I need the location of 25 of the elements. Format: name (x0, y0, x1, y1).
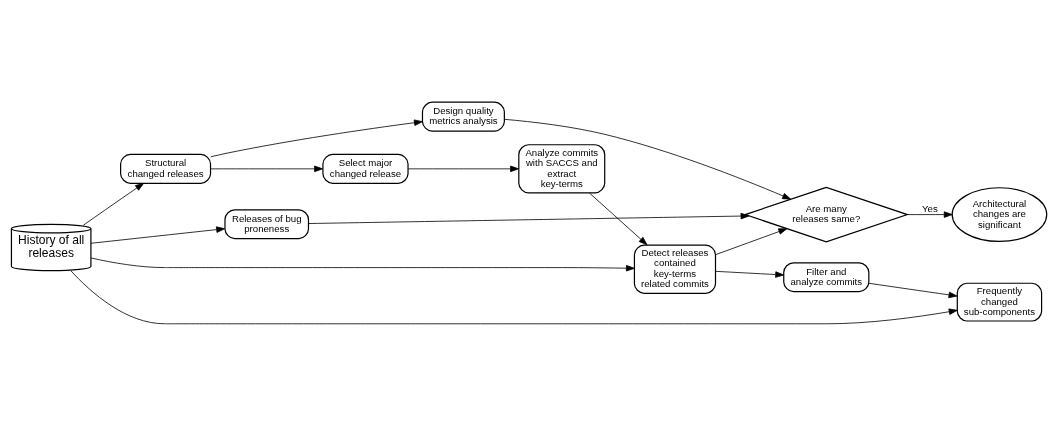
node-diamond: Are many releases same? (743, 186, 910, 243)
arrow (90, 225, 226, 244)
node-ellipse: Architectural changes are significant (951, 186, 1048, 242)
node-box: Frequently changed sub-components (956, 282, 1043, 322)
arrow (715, 270, 785, 278)
arrow (589, 192, 648, 245)
node-box: Releases of bug proneness (224, 208, 310, 239)
arrow (70, 269, 958, 324)
node-box: Filter and analyze commits (783, 261, 870, 292)
arrow (82, 182, 144, 226)
arrow (407, 165, 519, 172)
arrow (210, 165, 323, 172)
arrow (308, 212, 750, 224)
node-box: Select major changed release (322, 153, 409, 184)
node-box: Structural changed releases (120, 153, 212, 184)
node-box: Detect releases contained key-terms related commits (633, 244, 717, 294)
arrow (907, 210, 953, 218)
arrow (90, 257, 635, 271)
edge-label: Yes (922, 202, 938, 214)
node-box: Design quality metrics analysis (421, 101, 505, 132)
node-box: Analyze commits with SACCS and extract key-terms (518, 143, 606, 194)
arrow (868, 282, 958, 298)
arrow (504, 118, 792, 200)
arrow (715, 227, 788, 255)
arrow (210, 119, 423, 157)
